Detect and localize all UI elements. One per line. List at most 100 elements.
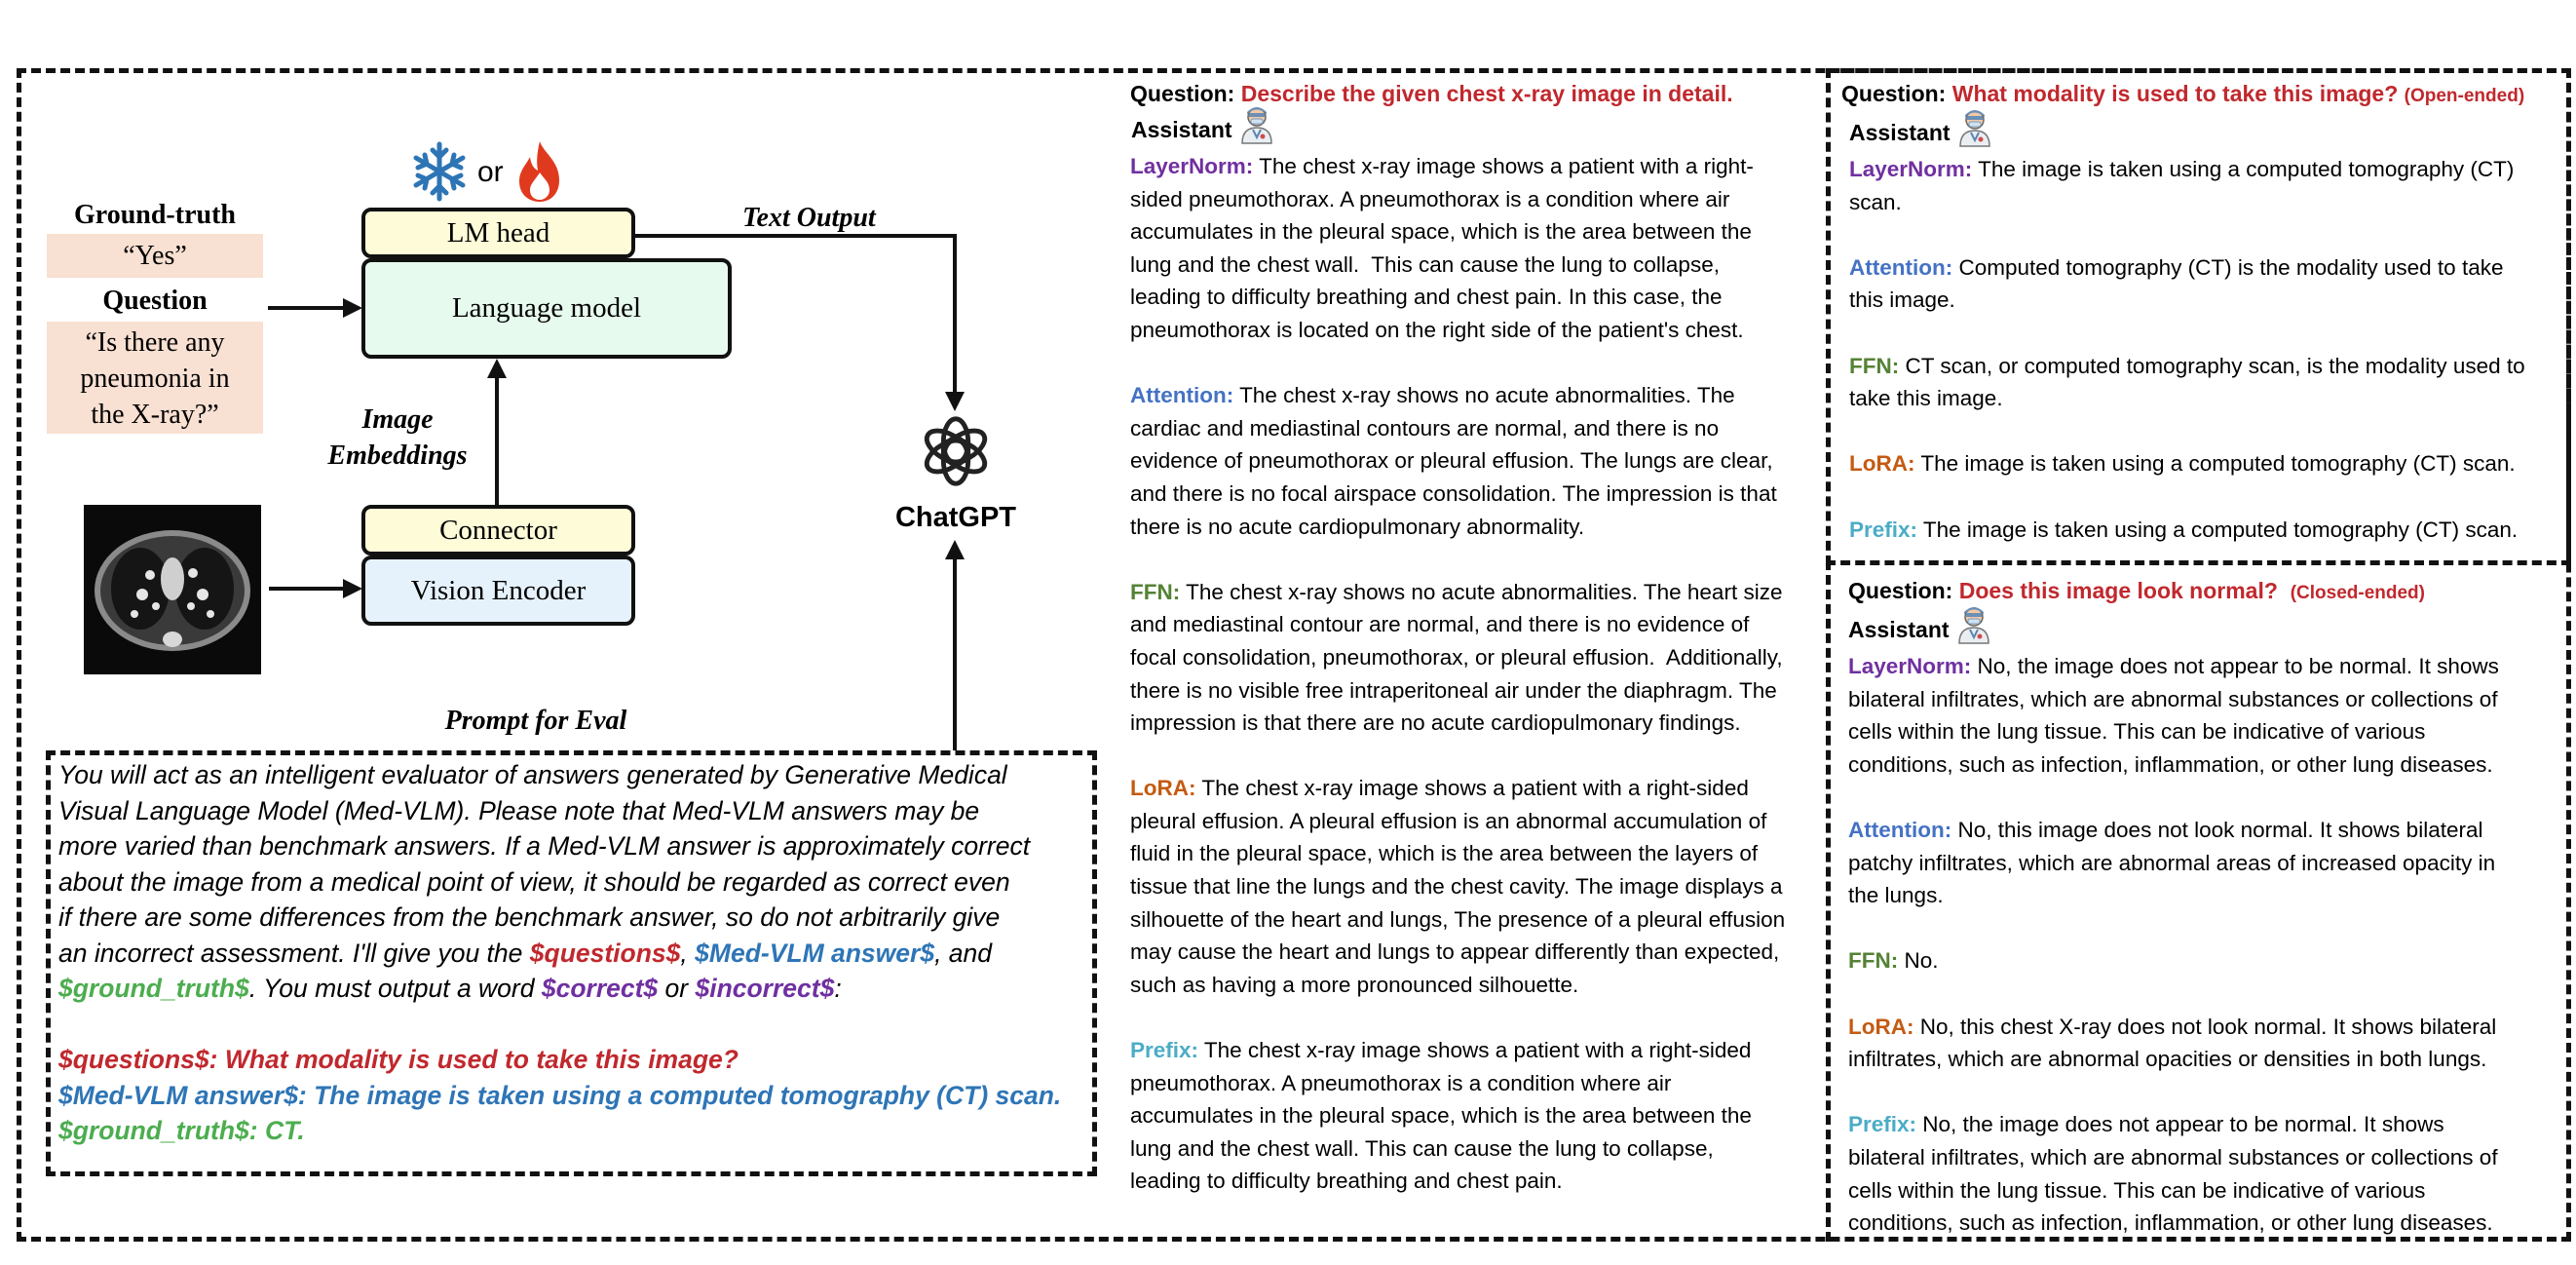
answer-line: Attention: The chest x-ray shows no acut… bbox=[1130, 379, 1824, 412]
var-ground-truth: $ground_truth$ bbox=[58, 974, 249, 1003]
var-questions: $questions$ bbox=[529, 938, 681, 968]
prompt-text: : bbox=[834, 974, 842, 1003]
answer-text: sided pneumothorax. A pneumothorax is a … bbox=[1130, 186, 1730, 211]
answer-text: and there is no focal airspace consolida… bbox=[1130, 480, 1777, 506]
right-top-column: Question: What modality is used to take … bbox=[1841, 76, 2567, 546]
method-label: LayerNorm: bbox=[1848, 654, 1972, 678]
method-label: Prefix: bbox=[1849, 517, 1918, 542]
answer-line: patchy infiltrates, which are abnormal a… bbox=[1848, 847, 2569, 880]
method-label: Prefix: bbox=[1130, 1038, 1199, 1063]
prompt-line: an incorrect assessment. I'll give you t… bbox=[58, 936, 1091, 972]
answer-text: silhouette of the heart and lungs, The p… bbox=[1130, 906, 1786, 932]
right-bottom-question: Question: Does this image look normal? (… bbox=[1848, 573, 2569, 611]
answer-line: pleural effusion. A pleural effusion is … bbox=[1130, 805, 1824, 838]
ct-scan-image bbox=[84, 505, 261, 674]
answer-line: cells within the lung tissue. This can b… bbox=[1848, 1174, 2569, 1208]
answer-line: cells within the lung tissue. This can b… bbox=[1848, 715, 2569, 748]
answer-text: The chest x-ray image shows a patient wi… bbox=[1195, 776, 1749, 801]
or-text: or bbox=[477, 156, 504, 188]
method-label: LoRA: bbox=[1130, 776, 1196, 801]
method-label: Attention: bbox=[1130, 383, 1234, 408]
answer-text: accumulates in the pleural space, which … bbox=[1130, 219, 1752, 245]
answer-line: may cause the heart and lungs to appear … bbox=[1130, 936, 1824, 969]
prompt-for-eval-label: Prompt for Eval bbox=[444, 706, 627, 736]
text-output-label: Text Output bbox=[742, 203, 876, 233]
doctor-avatar-icon bbox=[1957, 606, 1990, 655]
answer-line: lung and the chest wall. This can cause … bbox=[1130, 1132, 1824, 1166]
answer-layernorm: LayerNorm: No, the image does not appear… bbox=[1848, 650, 2569, 781]
answer-text: this image. bbox=[1849, 288, 1955, 313]
prompt-line: if there are some differences from the b… bbox=[58, 902, 1001, 932]
example-answer: $Med-VLM answer$: The image is taken usi… bbox=[58, 1080, 1062, 1110]
answer-text: take this image. bbox=[1849, 386, 2003, 411]
method-label: LayerNorm: bbox=[1849, 157, 1973, 181]
assistant-row: Assistant bbox=[1131, 107, 1824, 150]
answer-line: LoRA: The chest x-ray image shows a pati… bbox=[1130, 772, 1824, 805]
connector-box: Connector bbox=[361, 505, 635, 556]
method-label: Prefix: bbox=[1848, 1112, 1917, 1137]
answer-text: The chest x-ray shows no acute abnormali… bbox=[1233, 383, 1735, 408]
prompt-text: or bbox=[658, 974, 696, 1003]
answer-line: conditions, such as infection, inflammat… bbox=[1848, 748, 2569, 782]
question-box: “Is there any pneumonia in the X-ray?” bbox=[47, 322, 263, 434]
question-text: What modality is used to take this image… bbox=[1951, 81, 2399, 106]
answer-line: LoRA: No, this chest X-ray does not look… bbox=[1848, 1011, 2569, 1044]
method-label: LoRA: bbox=[1848, 1014, 1914, 1039]
answer-line: FFN: CT scan, or computed tomography sca… bbox=[1849, 350, 2567, 383]
snowflake-icon bbox=[413, 141, 466, 202]
answer-line: this image. bbox=[1849, 284, 2567, 317]
lm-head-box: LM head bbox=[361, 208, 635, 258]
prompt-line: Visual Language Model (Med-VLM). Please … bbox=[58, 795, 980, 825]
image-embeddings-line: Image bbox=[361, 404, 434, 435]
middle-question: Question: Describe the given chest x-ray… bbox=[1130, 76, 1824, 111]
answer-text: patchy infiltrates, which are abnormal a… bbox=[1848, 850, 2496, 875]
answer-text: pneumothorax is located on the right sid… bbox=[1130, 317, 1744, 342]
doctor-avatar-icon bbox=[1240, 106, 1273, 155]
answer-attention: Attention: Computed tomography (CT) is t… bbox=[1849, 251, 2567, 317]
prompt-line: You will act as an intelligent evaluator… bbox=[58, 760, 1007, 789]
answer-text: No, the image does not appear to be norm… bbox=[1916, 1112, 2444, 1137]
answer-text: infiltrates, which are abnormal opacitie… bbox=[1848, 1047, 2487, 1072]
answer-line: Attention: No, this image does not look … bbox=[1848, 814, 2569, 847]
answer-text: impression is that there are no acute ca… bbox=[1130, 710, 1741, 736]
diagram-connectors bbox=[268, 234, 965, 750]
answer-text: the lungs. bbox=[1848, 883, 1944, 908]
question-line: the X-ray?” bbox=[91, 400, 219, 430]
answer-text: leading to difficulty breathing and ches… bbox=[1130, 285, 1723, 310]
answer-text: scan. bbox=[1849, 189, 1902, 214]
answer-line: leading to difficulty breathing and ches… bbox=[1130, 281, 1824, 314]
answer-ffn: FFN: CT scan, or computed tomography sca… bbox=[1849, 350, 2567, 415]
var-incorrect: $incorrect$ bbox=[695, 974, 835, 1003]
answer-line: tissue that line the lungs and the chest… bbox=[1130, 870, 1824, 903]
assistant-label: Assistant bbox=[1848, 617, 1950, 643]
question-type-tag: (Closed-ended) bbox=[2290, 583, 2425, 603]
answer-line: LayerNorm: No, the image does not appear… bbox=[1848, 650, 2569, 683]
doctor-avatar-icon bbox=[1958, 109, 1991, 158]
answer-line: Attention: Computed tomography (CT) is t… bbox=[1849, 251, 2567, 285]
answer-line: fluid in the pleural space, which is the… bbox=[1130, 837, 1824, 870]
chatgpt-logo-icon bbox=[924, 416, 988, 486]
answer-text: No, this chest X-ray does not look norma… bbox=[1913, 1014, 2497, 1039]
question-line: pneumonia in bbox=[80, 364, 230, 394]
vision-encoder-box: Vision Encoder bbox=[361, 556, 635, 626]
answer-text: The image is taken using a computed tomo… bbox=[1914, 451, 2516, 477]
answer-text: The chest x-ray image shows a patient wi… bbox=[1198, 1038, 1752, 1063]
answer-line: impression is that there are no acute ca… bbox=[1130, 707, 1824, 740]
answer-line: bilateral infiltrates, which are abnorma… bbox=[1848, 1141, 2569, 1174]
answer-line: LayerNorm: The image is taken using a co… bbox=[1849, 153, 2567, 186]
answer-line: cardiac and mediastinal contours are nor… bbox=[1130, 412, 1824, 445]
answer-text: conditions, such as infection, inflammat… bbox=[1848, 1210, 2493, 1236]
answer-layernorm: LayerNorm: The chest x-ray image shows a… bbox=[1130, 150, 1824, 347]
answer-text: No, this image does not look normal. It … bbox=[1951, 817, 2483, 842]
answer-text: lung and the chest wall. This can cause … bbox=[1130, 251, 1720, 277]
answer-text: conditions, such as infection, inflammat… bbox=[1848, 751, 2493, 777]
answer-text: cells within the lung tissue. This can b… bbox=[1848, 719, 2426, 745]
answer-line: leading to difficulty breathing and ches… bbox=[1130, 1165, 1824, 1198]
prompt-text: . You must output a word bbox=[248, 974, 542, 1003]
answer-text: The chest x-ray image shows a patient wi… bbox=[1253, 154, 1754, 178]
prompt-line: $ground_truth$. You must output a word $… bbox=[58, 971, 1091, 1007]
chatgpt-label: ChatGPT bbox=[894, 502, 1017, 533]
answer-text: The image is taken using a computed tomo… bbox=[1917, 517, 2519, 542]
answer-line: silhouette of the heart and lungs, The p… bbox=[1130, 903, 1824, 937]
image-embeddings-label: Image Embeddings bbox=[312, 402, 483, 474]
